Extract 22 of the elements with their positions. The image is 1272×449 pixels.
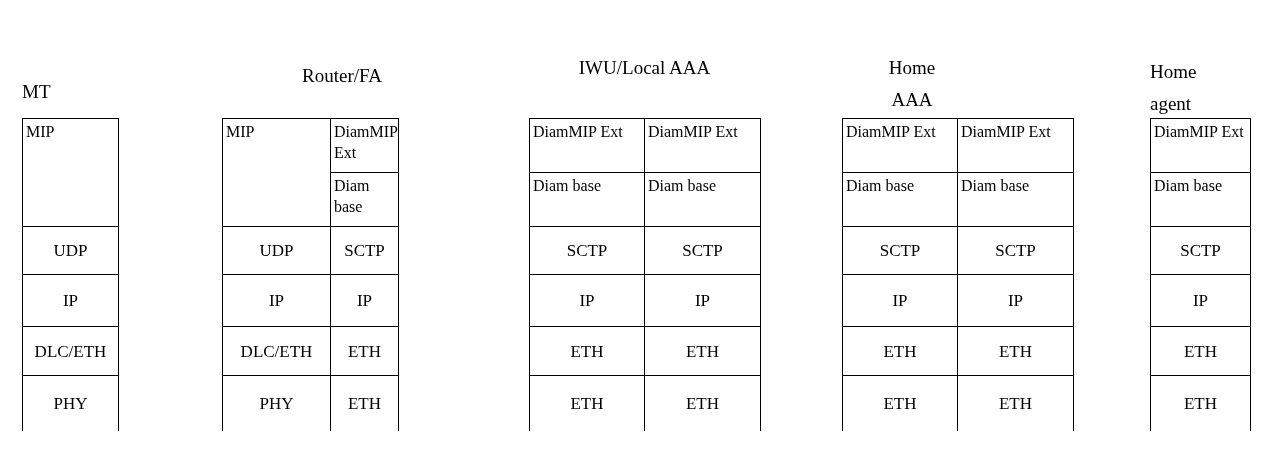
protocol-layer: Diam base	[1150, 172, 1251, 227]
protocol-layer: PHY	[22, 375, 119, 431]
stack-heading: IWU/Local AAA	[577, 56, 712, 80]
protocol-layer: DiamMIP Ext	[1150, 118, 1251, 173]
protocol-layer: DiamMIP Ext	[529, 118, 645, 173]
stack-heading: Home AAA	[887, 56, 937, 112]
protocol-layer: MIP	[22, 118, 119, 227]
stack-heading: Home agent	[1150, 60, 1198, 116]
protocol-layer: DiamMIP Ext	[842, 118, 958, 173]
protocol-layer: DiamMIP Ext	[957, 118, 1074, 173]
protocol-layer: DiamMIP Ext	[330, 118, 399, 173]
protocol-layer: ETH	[1150, 375, 1251, 431]
protocol-layer: DLC/ETH	[22, 326, 119, 376]
protocol-layer: SCTP	[1150, 226, 1251, 275]
protocol-layer: ETH	[1150, 326, 1251, 376]
protocol-layer: DiamMIP Ext	[644, 118, 761, 173]
protocol-layer: IP	[22, 274, 119, 327]
stack-heading: Router/FA	[301, 64, 383, 88]
protocol-layer: IP	[1150, 274, 1251, 327]
stack-heading: MT	[22, 80, 52, 104]
protocol-layer: UDP	[22, 226, 119, 275]
protocol-layer: MIP	[222, 118, 331, 227]
